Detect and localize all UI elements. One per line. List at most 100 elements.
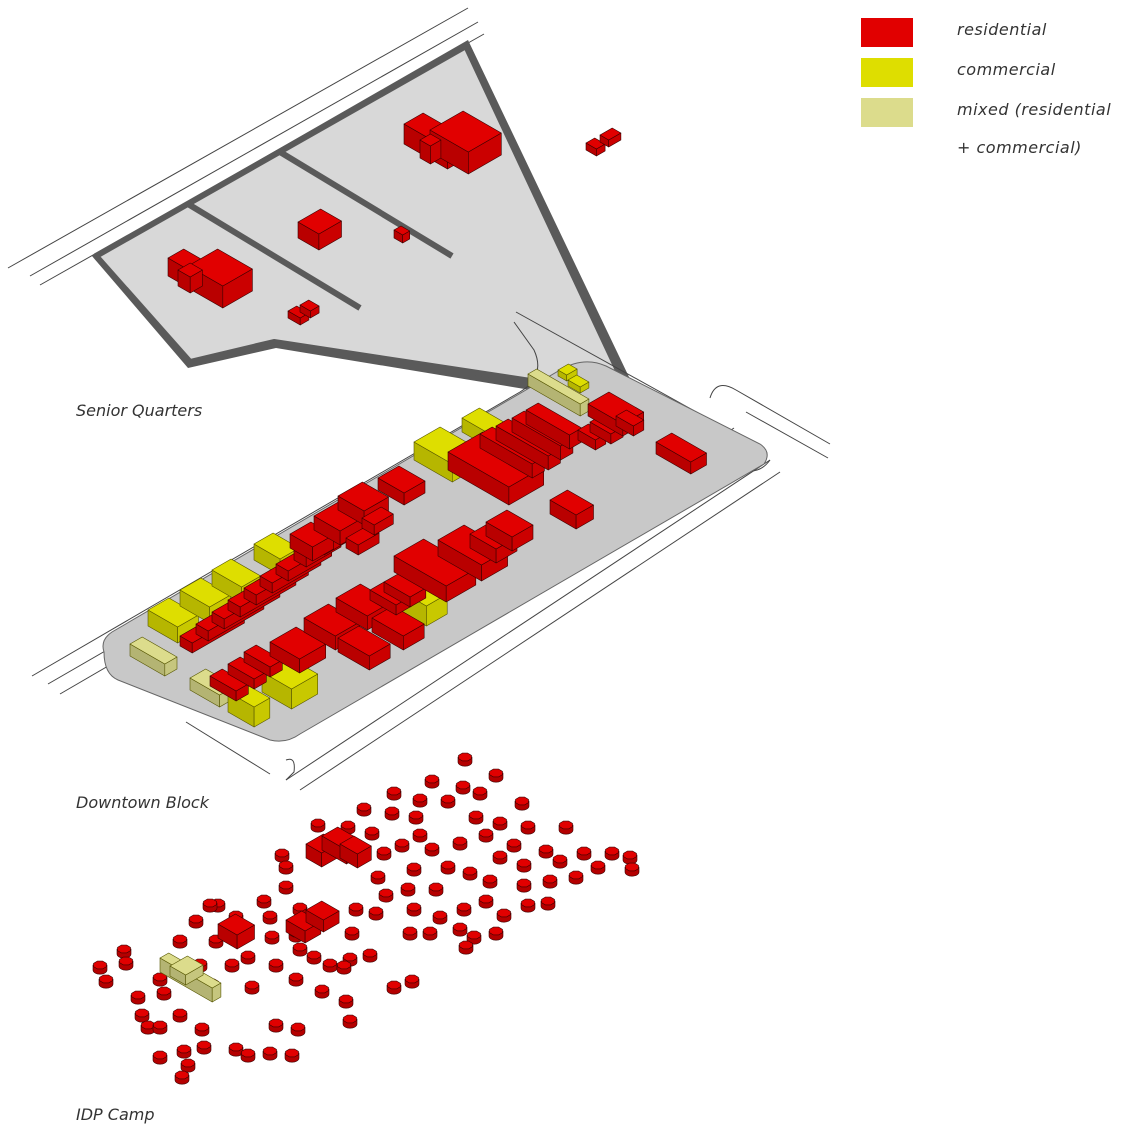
building-residential <box>485 509 534 552</box>
shelter-residential <box>422 926 438 941</box>
downtown-block-caption: Downtown Block <box>76 793 209 812</box>
shelter-residential <box>202 898 218 913</box>
senior-quarters-lot <box>92 40 640 408</box>
shelter-residential <box>256 894 272 909</box>
shelter-residential <box>338 994 354 1009</box>
shelter-residential <box>152 1020 168 1035</box>
building-residential <box>615 409 645 437</box>
shelter-residential <box>404 974 420 989</box>
shelter-residential <box>386 980 402 995</box>
shelter-residential <box>376 846 392 861</box>
shelter-residential <box>492 816 508 831</box>
legend-item-commercial: commercial <box>861 58 1129 88</box>
building-residential <box>599 127 622 148</box>
shelter-residential <box>462 866 478 881</box>
shelter-residential <box>394 838 410 853</box>
downtown-buildings <box>129 363 707 728</box>
legend-item-residential: residential <box>861 18 1129 48</box>
shelter-residential <box>520 820 536 835</box>
shelter-residential <box>314 984 330 999</box>
building-residential <box>289 521 334 562</box>
building-residential <box>377 465 426 506</box>
shelter-residential <box>478 828 494 843</box>
shelter-residential <box>452 922 468 937</box>
building-residential <box>585 137 606 157</box>
shelter-residential <box>362 948 378 963</box>
legend-swatch-commercial <box>861 58 913 87</box>
senior-quarters-caption: Senior Quarters <box>76 401 203 420</box>
shelter-residential <box>520 898 536 913</box>
shelter-residential <box>176 1044 192 1059</box>
shelter-residential <box>386 786 402 801</box>
building-commercial <box>567 374 590 394</box>
senior-quarters-diagram <box>7 7 640 408</box>
shelter-residential <box>552 854 568 869</box>
building-residential <box>549 489 594 530</box>
shelter-residential <box>440 860 456 875</box>
building-residential <box>227 656 267 690</box>
idp-camp-caption: IDP Camp <box>76 1105 155 1124</box>
shelter-residential <box>268 1018 284 1033</box>
shelter-residential <box>406 862 422 877</box>
building-residential <box>305 900 340 933</box>
building-residential <box>177 262 203 294</box>
downtown-block-diagram <box>31 311 831 791</box>
shelter-residential <box>268 958 284 973</box>
shelter-residential <box>424 842 440 857</box>
building-mixed <box>527 368 590 417</box>
shelter-residential <box>458 940 474 955</box>
building-residential <box>339 835 372 869</box>
shelter-residential <box>604 846 620 861</box>
idp-camp-buildings <box>159 826 372 1003</box>
building-residential <box>297 208 342 251</box>
idp-camp-shelters <box>92 752 640 1085</box>
shelter-residential <box>538 844 554 859</box>
shelter-residential <box>384 806 400 821</box>
shelter-residential <box>368 906 384 921</box>
shelter-residential <box>264 930 280 945</box>
shelter-residential <box>244 980 260 995</box>
shelter-residential <box>402 926 418 941</box>
shelter-residential <box>274 848 290 863</box>
shelter-residential <box>412 793 428 808</box>
shelter-residential <box>310 818 326 833</box>
shelter-residential <box>558 820 574 835</box>
shelter-residential <box>262 910 278 925</box>
shelter-residential <box>370 870 386 885</box>
shelter-residential <box>408 810 424 825</box>
shelter-residential <box>98 974 114 989</box>
shelter-residential <box>336 960 352 975</box>
shelter-residential <box>224 958 240 973</box>
building-residential <box>525 402 583 450</box>
shelter-residential <box>188 914 204 929</box>
legend-swatch-residential <box>861 18 913 47</box>
shelter-residential <box>516 878 532 893</box>
shelter-residential <box>356 802 372 817</box>
shelter-residential <box>344 926 360 941</box>
shelter-residential <box>378 888 394 903</box>
shelter-residential <box>576 846 592 861</box>
shelter-residential <box>542 874 558 889</box>
shelter-residential <box>196 1040 212 1055</box>
shelter-residential <box>568 870 584 885</box>
shelter-residential <box>506 838 522 853</box>
shelter-residential <box>174 1070 190 1085</box>
legend-label-mixed-continued: + commercial) <box>957 138 1082 157</box>
shelter-residential <box>455 780 471 795</box>
shelter-residential <box>472 786 488 801</box>
legend-label-commercial: commercial <box>957 60 1056 79</box>
shelter-residential <box>130 990 146 1005</box>
legend-item-mixed: mixed (residential + commercial) <box>861 98 1129 178</box>
shelter-residential <box>492 850 508 865</box>
shelter-residential <box>400 882 416 897</box>
building-residential <box>371 605 425 651</box>
legend-label-residential: residential <box>957 20 1047 39</box>
shelter-residential <box>516 858 532 873</box>
building-residential <box>299 299 320 319</box>
shelter-residential <box>288 972 304 987</box>
shelter-residential <box>278 860 294 875</box>
shelter-residential <box>540 896 556 911</box>
shelter-residential <box>452 836 468 851</box>
shelter-residential <box>262 1046 278 1061</box>
